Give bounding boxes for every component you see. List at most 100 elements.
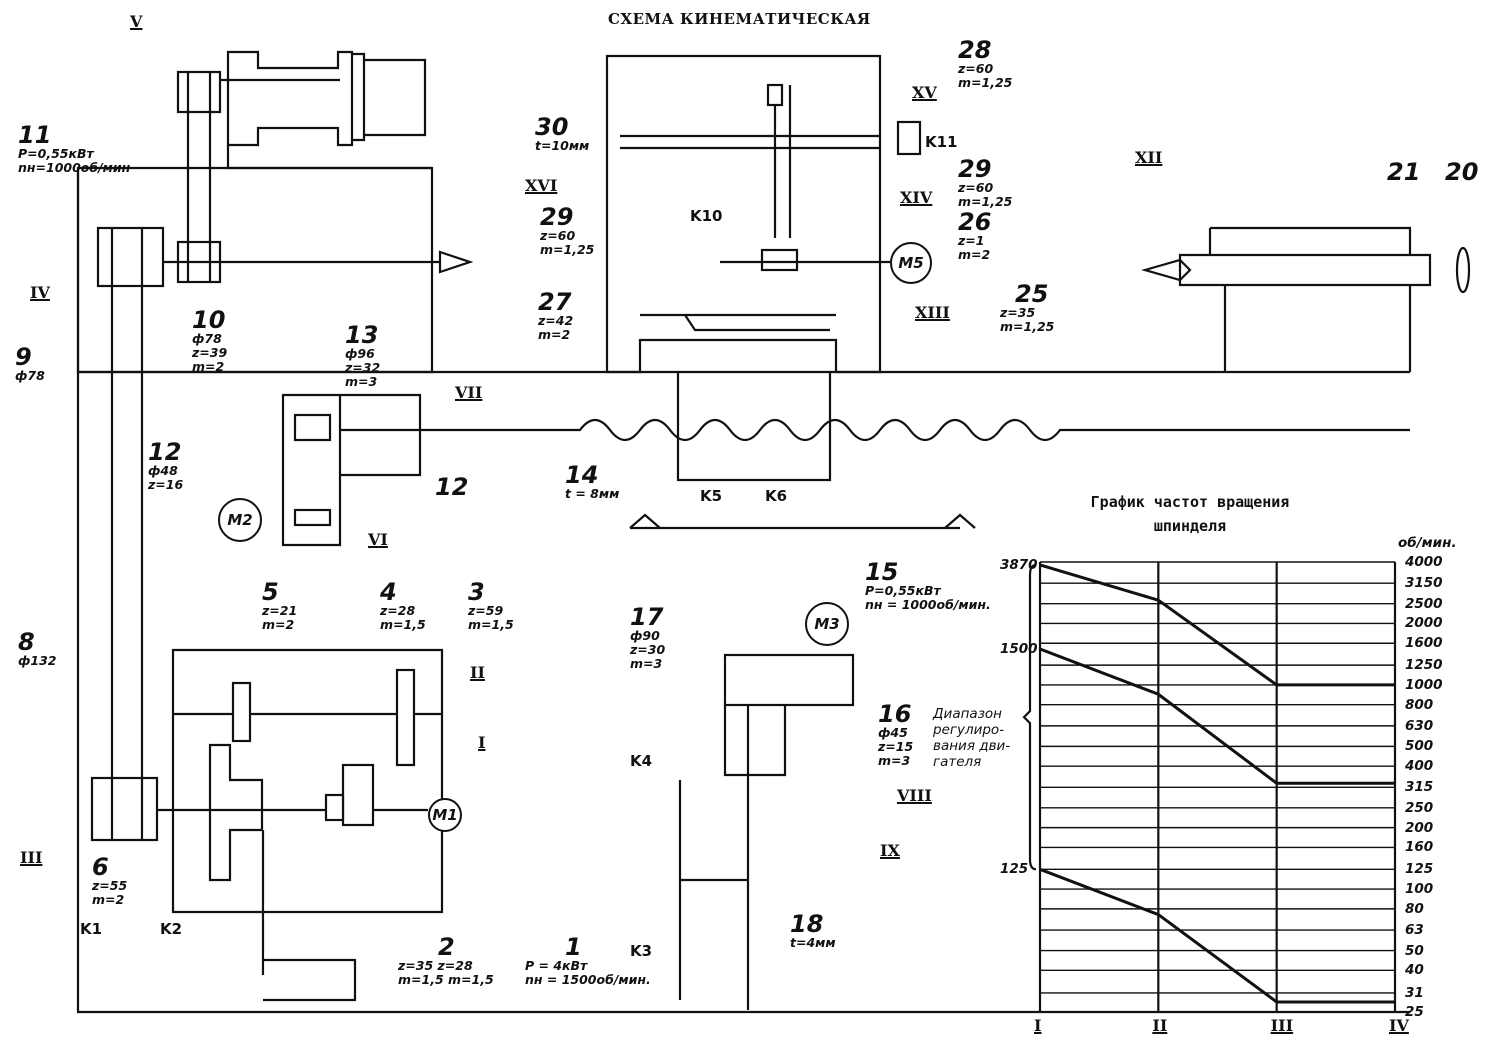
tailstock [1178,226,1432,287]
spec-line: t=10мм [535,138,590,153]
worm-24 [760,248,799,272]
y-tick-label: 400 [1405,758,1434,775]
part-20: 20 [1445,158,1479,186]
gear-6 [208,743,264,882]
spec-line: z=32 [345,360,381,375]
spec-line: m=2 [92,892,125,907]
spec-line: ф45 [878,725,908,740]
pulley-10 [176,70,222,114]
spec-line: ф78 [15,368,45,383]
gear-3 [395,668,416,767]
part-number: 13 [345,321,379,349]
spec-line: nн = 1000об/мин. [865,597,991,612]
spec-line: z=55 [92,878,128,893]
spec-line: t = 8мм [565,486,620,501]
y-tick-label: 2000 [1405,615,1443,632]
y-tick-label: 63 [1405,922,1424,939]
tailstock-center [1140,258,1192,282]
spec-line: P = 4кВт [525,958,588,973]
spec-line: P=0,55кВт [18,146,94,161]
handwheel [1455,246,1471,294]
pulley-8 [96,226,165,288]
shaft-label-vi: VI [368,530,388,549]
spec-line: m=2 [262,617,295,632]
shaft-label-iii: III [20,848,43,867]
part-number: 18 [790,910,824,938]
x-tick-label: IV [1389,1016,1409,1035]
part-number: 11 [18,121,52,149]
series-line-high [1039,563,1395,687]
spec-line: ф96 [345,346,375,361]
range-brace [1022,563,1037,871]
part-number: 1 [565,933,582,961]
hydraulic-cylinder [261,830,357,1002]
spec-line: m=3 [345,374,378,389]
shaft-label-i: I [478,733,486,752]
y-tick-label: 1600 [1405,635,1443,652]
motor-m5: M5 [890,242,932,284]
spec-line: ф48 [148,463,178,478]
spec-line: m=1,25 [540,242,595,257]
part-number: 27 [538,288,572,316]
spindle-speed-chart [1022,561,1397,1013]
part-number: 17 [630,603,664,631]
part-number: 30 [535,113,569,141]
part-number: 8 [18,628,35,656]
range-note-line: регулиро- [933,722,1005,738]
switch-k11 [896,120,922,156]
part-number: 12 [148,438,182,466]
spec-line: z=16 [148,477,184,492]
y-tick-label: 2500 [1405,595,1443,612]
switch-k5: K5 [700,487,723,505]
part-number: 15 [865,558,899,586]
spec-line: m=2 [958,247,991,262]
spec-line: z=28 [380,603,416,618]
spec-line: P=0,55кВт [865,583,941,598]
y-tick-label: 250 [1405,799,1434,816]
spec-line: z=60 [958,180,994,195]
spec-line: ф90 [630,628,660,643]
part-21: 21 [1387,158,1421,186]
spec-line: nн = 1500об/мин. [525,972,651,987]
spec-line: m=2 [192,359,225,374]
shaft-label-vii: VII [455,383,483,402]
switch-k3: K3 [630,942,653,960]
part-number: 25 [1015,280,1049,308]
series-line-low [1039,867,1395,1004]
part-number: 3 [468,578,485,606]
diagram-title: СХЕМА КИНЕМАТИЧЕСКАЯ [608,10,871,28]
switch-k10: K10 [690,207,723,225]
part-number: 5 [262,578,279,606]
spec-line: t=4мм [790,935,836,950]
center [438,250,474,274]
spec-line: z=42 [538,313,574,328]
spec-line: m=1,25 [958,194,1013,209]
part-number: 4 [380,578,397,606]
switch-k2: K2 [160,920,183,938]
range-note-line: гателя [933,754,982,770]
y-tick-label: 31 [1405,984,1424,1001]
spec-line: z=39 [192,345,228,360]
part-number: 29 [540,203,574,231]
spec-line: z=21 [262,603,298,618]
apron-frame [605,54,882,374]
shaft-label-xiv: XIV [900,188,933,207]
spindle-housing [226,50,354,147]
nut-box [676,372,832,482]
spec-line: m=1,5 [468,617,514,632]
part-number: 2 [438,933,455,961]
